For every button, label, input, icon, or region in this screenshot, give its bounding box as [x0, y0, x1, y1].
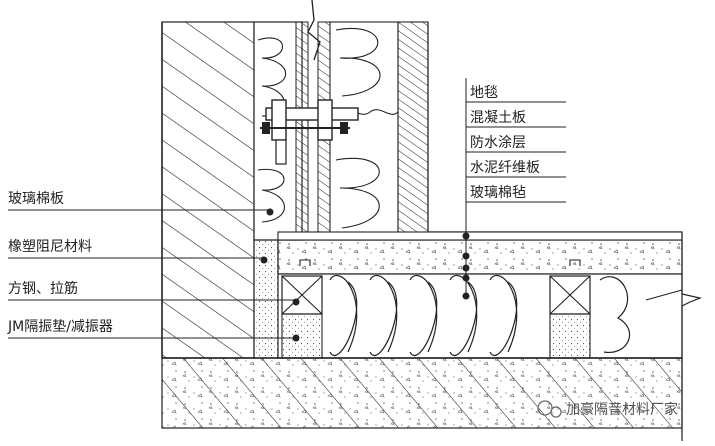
bolt-clip-icon — [260, 99, 359, 165]
cement-fiber-board-wall — [397, 21, 429, 241]
carpet-layer — [277, 231, 683, 241]
watermark-text: 加豪隔音材料厂家 — [566, 401, 678, 418]
label-concrete-slab: 混凝土板 — [470, 110, 526, 126]
label-isolation-pad: JM隔振垫/减振器 — [7, 319, 113, 335]
label-glass-wool-felt: 玻璃棉毡 — [470, 184, 526, 201]
right-leaders — [465, 78, 566, 296]
isolation-pad — [281, 313, 323, 359]
masonry-wall — [161, 21, 255, 359]
label-square-steel: 方钢、拉筋 — [8, 280, 78, 297]
label-rubber-damping: 橡塑阻尼材料 — [8, 239, 92, 255]
label-glass-wool-board: 玻璃棉板 — [8, 190, 64, 207]
left-leaders — [8, 209, 296, 339]
wechat-icon — [537, 400, 553, 416]
label-carpet: 地毯 — [470, 85, 498, 101]
glass-wool-felt — [329, 274, 631, 356]
watermark: 加豪隔音材料厂家 — [537, 400, 678, 418]
floor-cavity — [277, 273, 683, 359]
label-cement-fiber-board: 水泥纤维板 — [470, 160, 540, 176]
concrete-slab — [277, 239, 683, 275]
isolation-pad-right — [549, 313, 591, 359]
label-waterproof-coating: 防水涂层 — [470, 135, 526, 151]
square-steel-icon — [281, 275, 591, 315]
